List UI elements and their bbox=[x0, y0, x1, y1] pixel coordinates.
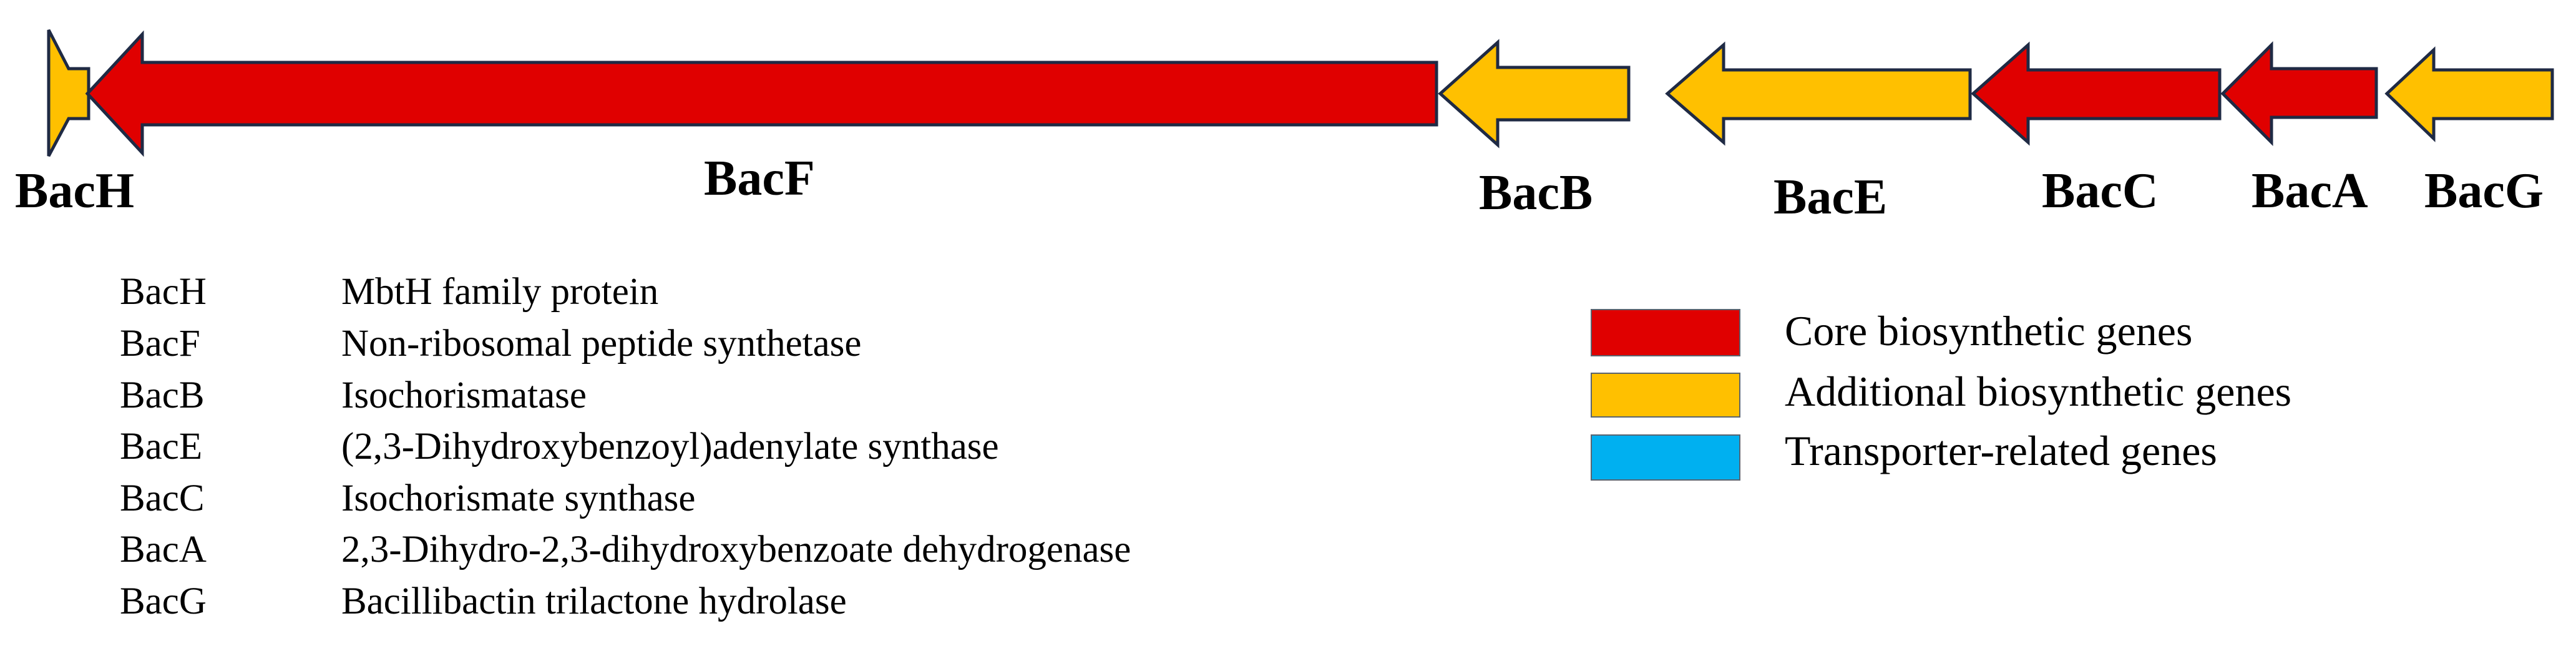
gene-arrow-bacb bbox=[1438, 39, 1631, 149]
gene-label-bacc: BacC bbox=[2042, 164, 2159, 218]
table-gene-bace: BacE bbox=[120, 426, 202, 467]
gene-arrow-bach bbox=[47, 29, 90, 157]
table-function-bace: (2,3-Dihydroxybenzoyl)adenylate synthase bbox=[341, 426, 999, 467]
table-gene-baca: BacA bbox=[120, 529, 207, 570]
gene-arrow-bacc bbox=[1971, 41, 2222, 146]
gene-label-baca: BacA bbox=[2252, 164, 2368, 218]
table-function-bacc: Isochorismate synthase bbox=[341, 477, 696, 519]
gene-labels: BacH BacF BacB BacE BacC BacA BacG bbox=[15, 151, 2544, 225]
legend-swatch-transporter bbox=[1591, 434, 1740, 481]
table-gene-bacf: BacF bbox=[120, 323, 200, 365]
gene-arrow-bacf bbox=[85, 30, 1438, 157]
table-gene-bacc: BacC bbox=[120, 477, 205, 519]
table-gene-bach: BacH bbox=[120, 271, 207, 313]
table-gene-bacb: BacB bbox=[120, 374, 205, 416]
legend-swatch-core bbox=[1591, 309, 1740, 356]
gene-arrow-bacg bbox=[2384, 46, 2554, 142]
table-function-bacg: Bacillibactin trilactone hydrolase bbox=[341, 580, 847, 622]
gene-label-bace: BacE bbox=[1773, 170, 1887, 225]
legend: Core biosynthetic genes Additional biosy… bbox=[1591, 307, 2291, 481]
table-function-bach: MbtH family protein bbox=[341, 271, 658, 313]
legend-label-transporter: Transporter-related genes bbox=[1785, 427, 2217, 474]
gene-label-bacf: BacF bbox=[704, 151, 815, 206]
table-gene-bacg: BacG bbox=[120, 580, 207, 622]
legend-label-additional: Additional biosynthetic genes bbox=[1785, 368, 2291, 415]
gene-arrow-bace bbox=[1665, 41, 1972, 146]
gene-label-bacg: BacG bbox=[2424, 164, 2544, 218]
gene-label-bacb: BacB bbox=[1479, 165, 1593, 220]
table-function-bacb: Isochorismatase bbox=[341, 374, 587, 416]
legend-label-core: Core biosynthetic genes bbox=[1785, 307, 2192, 355]
gene-function-table: BacH MbtH family protein BacF Non-riboso… bbox=[120, 271, 1131, 622]
legend-swatch-additional bbox=[1591, 373, 1740, 418]
gene-label-bach: BacH bbox=[15, 164, 134, 218]
table-function-baca: 2,3-Dihydro-2,3-dihydroxybenzoate dehydr… bbox=[341, 529, 1131, 570]
gene-arrow-baca bbox=[2220, 41, 2378, 147]
table-function-bacf: Non-ribosomal peptide synthetase bbox=[341, 323, 861, 365]
gene-arrows bbox=[47, 29, 2554, 157]
